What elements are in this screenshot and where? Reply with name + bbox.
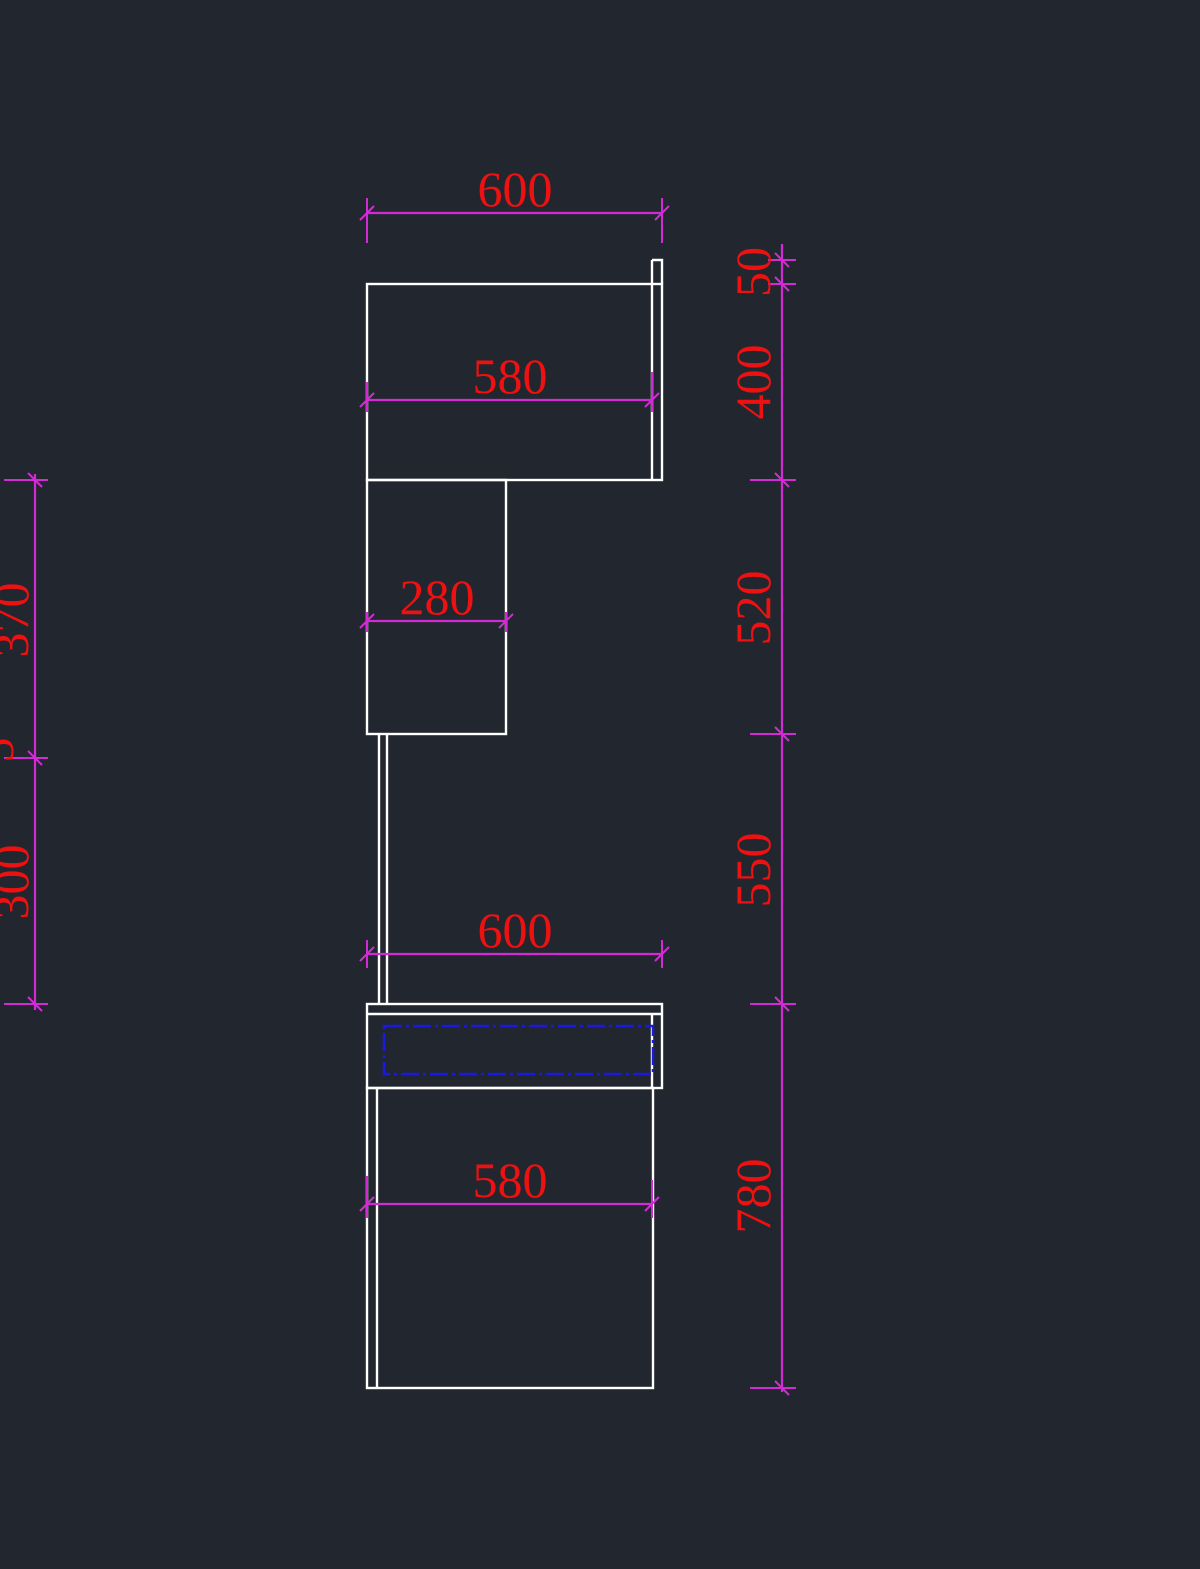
dim-top-overall-width-label: 600	[478, 161, 553, 217]
dim-right-upper-cabinet-label: 400	[725, 345, 781, 420]
dim-upper-cabinet-inner-width[interactable]: 580	[359, 348, 660, 412]
dim-counter-overall-width[interactable]: 600	[359, 902, 670, 968]
dim-right-top-gap-label: 50	[725, 247, 781, 297]
middle-box-outline[interactable]	[365, 478, 508, 736]
dim-left-lower-partial-label: 300	[0, 845, 39, 920]
dim-top-overall-width[interactable]: 600	[359, 161, 670, 243]
cabinet-elevation	[365, 258, 664, 1390]
dim-right-base-cabinet-label: 780	[725, 1159, 781, 1234]
base-cabinet-outline[interactable]	[365, 1086, 655, 1390]
dim-right-middle-box-label: 520	[725, 571, 781, 646]
dim-counter-overall-width-label: 600	[478, 902, 553, 958]
dim-middle-box-width-label: 280	[400, 569, 475, 625]
dim-left-vertical-chain[interactable]: 370 5 300	[0, 472, 48, 1012]
dim-left-gap-partial-label: 5	[0, 738, 24, 763]
dim-left-upper-partial-label: 370	[0, 583, 39, 658]
dim-base-cabinet-inner-width[interactable]: 580	[359, 1152, 660, 1218]
dim-middle-box-width[interactable]: 280	[359, 569, 514, 632]
dim-right-open-span-label: 550	[725, 833, 781, 908]
sink-hidden-outline[interactable]	[382, 1024, 655, 1076]
dim-upper-cabinet-inner-width-label: 580	[473, 348, 548, 404]
dim-right-vertical-chain[interactable]: 50 400 520 550 780	[725, 244, 796, 1396]
upper-cabinet-top-trim	[652, 258, 664, 284]
dim-base-cabinet-inner-width-label: 580	[473, 1152, 548, 1208]
